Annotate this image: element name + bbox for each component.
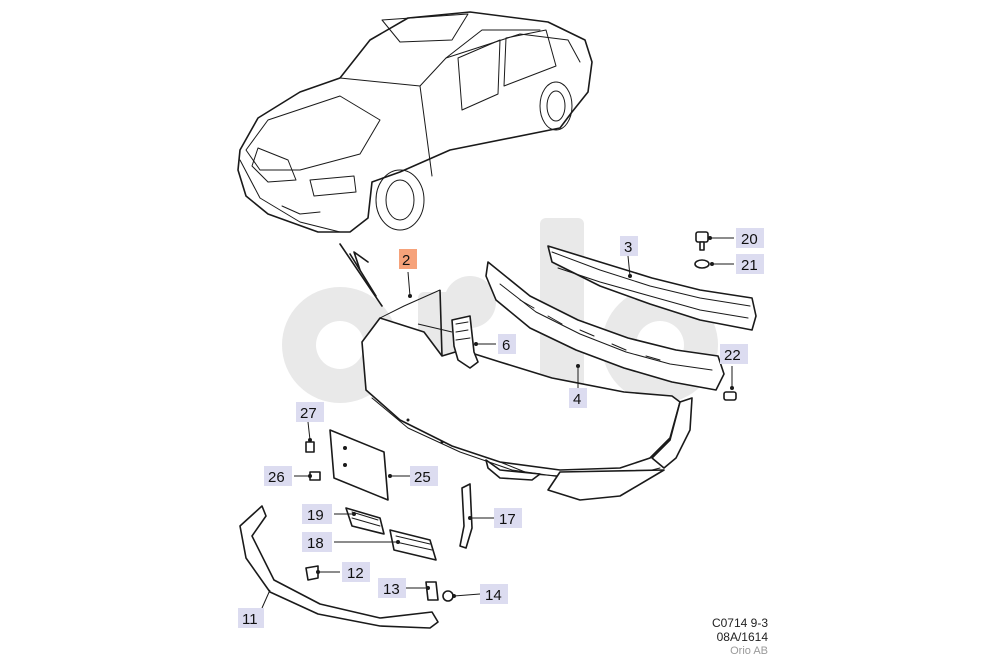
clip-part-13 <box>425 581 439 601</box>
callout-26[interactable]: 26 <box>264 466 292 486</box>
svg-text:26: 26 <box>268 469 285 486</box>
svg-text:18: 18 <box>307 535 324 552</box>
callout-11[interactable]: 11 <box>238 608 264 628</box>
screw-part-14 <box>442 590 454 602</box>
svg-text:17: 17 <box>499 511 516 528</box>
brand-label: Orio AB <box>730 645 768 657</box>
callout-14[interactable]: 14 <box>480 584 508 604</box>
bracket-part-17 <box>459 483 473 549</box>
leader-lines <box>261 236 734 609</box>
svg-text:14: 14 <box>485 587 502 604</box>
svg-text:13: 13 <box>383 581 400 598</box>
clip-part-12 <box>305 565 319 581</box>
bolt-part-20 <box>695 231 709 251</box>
svg-text:21: 21 <box>741 257 758 274</box>
callout-3[interactable]: 3 <box>620 236 638 256</box>
callout-27[interactable]: 27 <box>296 402 324 422</box>
callout-13[interactable]: 13 <box>378 578 406 598</box>
bracket-part-6 <box>451 315 479 369</box>
callout-21[interactable]: 21 <box>736 254 764 274</box>
energy-absorber-part-4 <box>485 261 725 391</box>
svg-text:19: 19 <box>307 507 324 524</box>
callout-25[interactable]: 25 <box>410 466 438 486</box>
callout-6[interactable]: 6 <box>498 334 516 354</box>
callout-19[interactable]: 19 <box>302 504 332 524</box>
diagram-ref: 08A/1614 <box>716 630 768 644</box>
svg-text:4: 4 <box>573 391 581 408</box>
license-plate-holder-part-25 <box>329 429 389 501</box>
svg-text:6: 6 <box>502 337 510 354</box>
svg-text:20: 20 <box>741 231 758 248</box>
svg-text:25: 25 <box>414 469 431 486</box>
callout-2[interactable]: 2 <box>399 249 417 269</box>
svg-text:11: 11 <box>242 611 258 628</box>
callout-22[interactable]: 22 <box>720 344 748 364</box>
grille-part-18 <box>389 529 437 561</box>
callout-12[interactable]: 12 <box>342 562 370 582</box>
screw-part-22 <box>723 391 737 401</box>
callout-17[interactable]: 17 <box>494 508 522 528</box>
washer-part-21 <box>694 259 710 269</box>
bumper-cover <box>361 289 693 501</box>
view-arrow <box>339 243 383 307</box>
svg-text:2: 2 <box>402 252 410 269</box>
svg-text:3: 3 <box>624 239 632 256</box>
grille-part-19 <box>345 507 385 535</box>
svg-text:27: 27 <box>300 405 317 422</box>
car-overview-illustration <box>237 11 593 233</box>
reinforcement-beam-part-3 <box>547 245 757 331</box>
callout-4[interactable]: 4 <box>569 388 587 408</box>
spoiler-part-11 <box>239 505 439 629</box>
diagram-code: C0714 9-3 <box>711 616 768 630</box>
screw-part-27 <box>305 441 315 453</box>
svg-text:12: 12 <box>347 565 364 582</box>
callout-18[interactable]: 18 <box>302 532 332 552</box>
callout-20[interactable]: 20 <box>736 228 764 248</box>
svg-text:22: 22 <box>724 347 741 364</box>
diagram-footer: C0714 9-3 08A/1614 Orio AB <box>712 616 768 658</box>
